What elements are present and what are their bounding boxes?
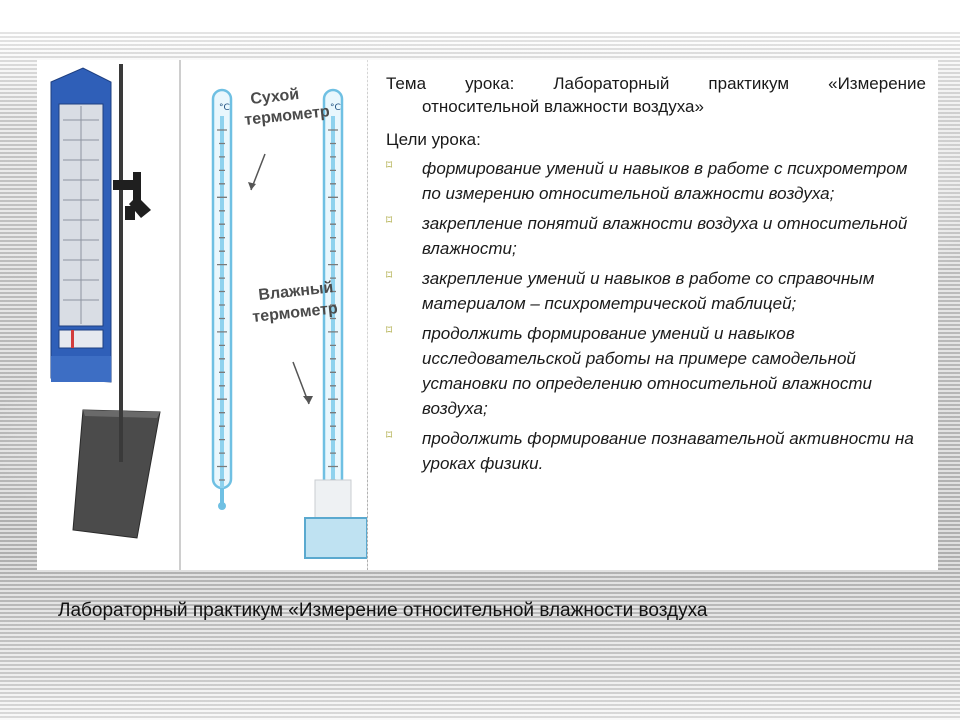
water-beaker [304,479,367,559]
slide-caption: Лабораторный практикум «Измерение относи… [58,600,708,621]
psychrometer-drawing: °C °C [50,60,367,570]
stand-base [72,409,161,539]
bullet-icon: ⌑ [386,268,393,282]
lesson-text-panel: Тема урока: Лабораторный практикум «Изме… [368,60,938,570]
goal-item: ⌑ закрепление умений и навыков в работе … [386,266,926,316]
bullet-icon: ⌑ [386,213,393,227]
goal-text: продолжить формирование умений и навыков… [422,324,872,418]
stand-rod [119,64,123,462]
dry-label-arrow [248,153,266,191]
clamp [113,172,151,220]
psychrometer-reservoir [58,329,104,349]
dry-label-line1: Сухой [250,86,300,108]
goal-text: закрепление понятий влажности воздуха и … [422,214,908,258]
top-band [0,0,960,32]
psychrometer-foot [51,356,111,382]
wet-label-arrow [292,361,313,405]
psychrometer-illustration: °C °C [37,60,367,570]
bullet-icon: ⌑ [386,323,393,337]
goal-text: формирование умений и навыков в работе с… [422,159,908,203]
bullet-icon: ⌑ [386,428,393,442]
goal-item: ⌑ продолжить формирование познавательной… [386,426,926,476]
goal-text: закрепление умений и навыков в работе со… [422,269,875,313]
psychrometer-table-lines [63,106,99,324]
svg-text:°C: °C [330,103,341,113]
psychrometer-marker [71,330,74,348]
lesson-topic-line1: Тема урока: Лабораторный практикум «Изме… [386,74,926,93]
svg-text:°C: °C [219,103,230,113]
bullet-icon: ⌑ [386,158,393,172]
lesson-topic-line2: относительной влажности воздуха» [422,97,704,116]
goal-item: ⌑ формирование умений и навыков в работе… [386,156,926,206]
goals-title: Цели урока: [386,130,481,149]
goal-item: ⌑ продолжить формирование умений и навык… [386,321,926,421]
goals-list: ⌑ формирование умений и навыков в работе… [386,156,926,481]
dry-thermometer: °C [211,88,233,510]
goal-item: ⌑ закрепление понятий влажности воздуха … [386,211,926,261]
wet-label-line1: Влажный [258,279,334,304]
goal-text: продолжить формирование познавательной а… [422,429,914,473]
